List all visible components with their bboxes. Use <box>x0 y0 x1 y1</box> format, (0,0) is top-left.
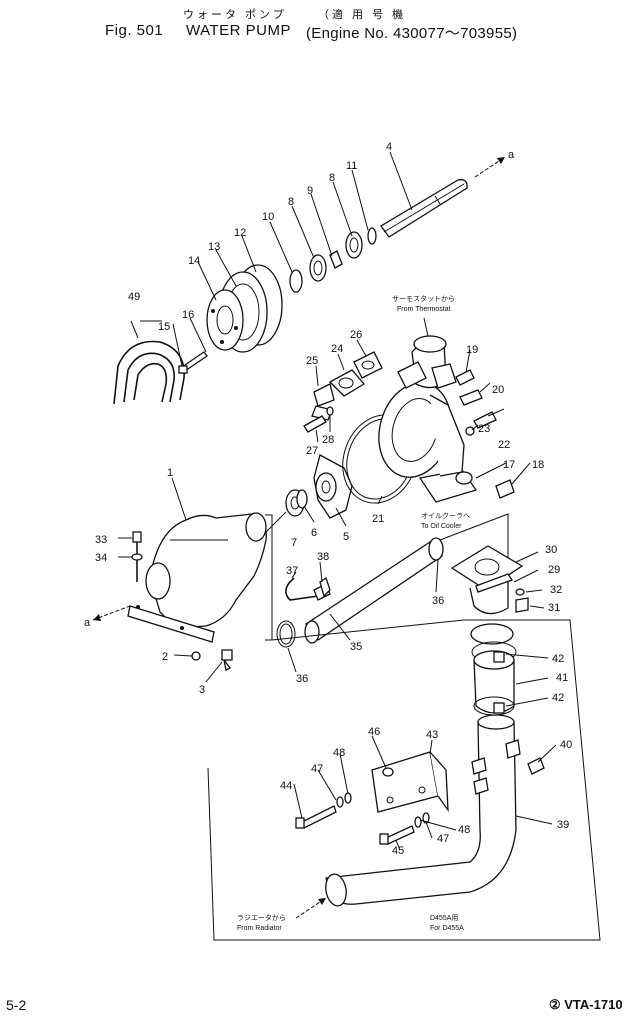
pump-cover <box>378 335 478 503</box>
callout-17: 17 <box>503 459 515 471</box>
callout-30: 30 <box>545 544 557 556</box>
callout-6: 6 <box>311 527 317 539</box>
callout-36a: 36 <box>432 595 444 607</box>
callout-4: 4 <box>386 141 392 153</box>
callout-1: 1 <box>167 467 173 479</box>
callout-33: 33 <box>95 534 107 546</box>
callout-48b: 48 <box>458 824 470 836</box>
callout-22: 22 <box>498 439 510 451</box>
callout-46: 46 <box>368 726 380 738</box>
callout-16: 16 <box>182 309 194 321</box>
callout-24: 24 <box>331 343 343 355</box>
callout-15: 15 <box>158 321 170 333</box>
callout-26: 26 <box>350 329 362 341</box>
callout-8b: 8 <box>288 196 294 208</box>
figure-title-japanese: ウォータ ポンプ <box>183 9 287 21</box>
note-thermostat-jp: サーモスタットから <box>392 294 455 303</box>
callout-2: 2 <box>162 651 168 663</box>
figure-number: Fig. 501 <box>105 22 164 39</box>
document-code: ② VTA-1710 <box>549 997 623 1012</box>
arrow-from-radiator <box>295 897 327 919</box>
oil-cooler-pipe <box>276 537 444 648</box>
callout-28: 28 <box>322 434 334 446</box>
callout-20: 20 <box>492 384 504 396</box>
callout-34: 34 <box>95 552 107 564</box>
callout-11: 11 <box>346 160 357 172</box>
callout-5: 5 <box>343 531 349 543</box>
plug-2-drain-3 <box>191 649 233 671</box>
note-radiator-jp: ラジエータから <box>237 913 286 922</box>
callout-29: 29 <box>548 564 560 576</box>
callout-9: 9 <box>307 185 313 197</box>
callout-47a: 47 <box>311 763 323 775</box>
callout-23: 23 <box>478 423 490 435</box>
callout-25: 25 <box>306 355 318 367</box>
applicability-japanese: （適 用 号 機 <box>318 9 407 21</box>
callout-18: 18 <box>532 459 544 471</box>
note-oil-cooler-en: To Oil Cooler <box>421 523 462 530</box>
callout-45: 45 <box>392 845 404 857</box>
note-d455a-jp: D455A用 <box>430 914 458 922</box>
note-d455a-en: For D455A <box>430 925 464 932</box>
callout-39: 39 <box>557 819 569 831</box>
hose-41-clamps-42 <box>470 623 517 716</box>
callout-40: 40 <box>560 739 572 751</box>
note-oil-cooler-jp: オイルクーラへ <box>421 512 470 520</box>
page-number: 5-2 <box>6 997 27 1013</box>
note-thermostat-en: From Thermostat <box>397 306 451 313</box>
callout-8a: 8 <box>329 172 335 184</box>
callout-42a: 42 <box>552 653 564 665</box>
arrow-a-left <box>92 605 131 621</box>
callout-36b: 36 <box>296 673 308 685</box>
arrow-label-a-top: a <box>508 149 515 161</box>
callout-31: 31 <box>548 602 560 614</box>
bracket-43 <box>371 751 449 813</box>
callout-37: 37 <box>286 565 298 577</box>
shaft-part <box>380 179 468 238</box>
seal-7-6 <box>285 489 308 517</box>
callout-47b: 47 <box>437 833 449 845</box>
arrow-label-a-left: a <box>84 617 91 629</box>
callout-10: 10 <box>262 211 274 223</box>
arrow-a-top <box>474 156 506 178</box>
pulley-assembly <box>206 264 283 353</box>
leader-lines <box>118 151 557 851</box>
callout-12: 12 <box>234 227 246 239</box>
bearing-parts <box>289 227 377 293</box>
flange-parts-24-28 <box>303 351 383 433</box>
impeller <box>313 454 353 519</box>
pump-body <box>127 512 267 643</box>
tube-37 <box>285 576 331 601</box>
callout-38: 38 <box>317 551 329 563</box>
callout-19: 19 <box>466 344 478 356</box>
callout-43: 43 <box>426 729 438 741</box>
callout-35: 35 <box>350 641 362 653</box>
callout-27: 27 <box>306 445 318 457</box>
pipe-39 <box>325 714 545 907</box>
diagram-notes: サーモスタットから From Thermostat オイルクーラへ To Oil… <box>237 294 470 932</box>
callout-44: 44 <box>280 780 292 792</box>
callout-42b: 42 <box>552 692 564 704</box>
flange-elbow-29-30 <box>450 545 529 615</box>
callout-3: 3 <box>199 684 205 696</box>
callout-21: 21 <box>372 513 384 525</box>
bolt-15 <box>178 351 208 374</box>
bolt-33 <box>131 531 143 582</box>
callout-numbers: 1 2 3 4 5 6 7 8 8 9 10 11 12 13 14 15 16… <box>84 141 572 857</box>
belt-guard <box>113 320 185 405</box>
callout-7: 7 <box>291 537 297 549</box>
figure-title: WATER PUMP <box>186 22 291 39</box>
screws-19-20-22-23 <box>455 369 515 499</box>
callout-14: 14 <box>188 255 200 267</box>
callout-49: 49 <box>128 291 140 303</box>
note-radiator-en: From Radiator <box>237 925 282 932</box>
callout-41: 41 <box>556 672 568 684</box>
engine-applicability: (Engine No. 430077～703955) <box>306 25 518 42</box>
callout-48a: 48 <box>333 747 345 759</box>
callout-32: 32 <box>550 584 562 596</box>
callout-13: 13 <box>208 241 220 253</box>
